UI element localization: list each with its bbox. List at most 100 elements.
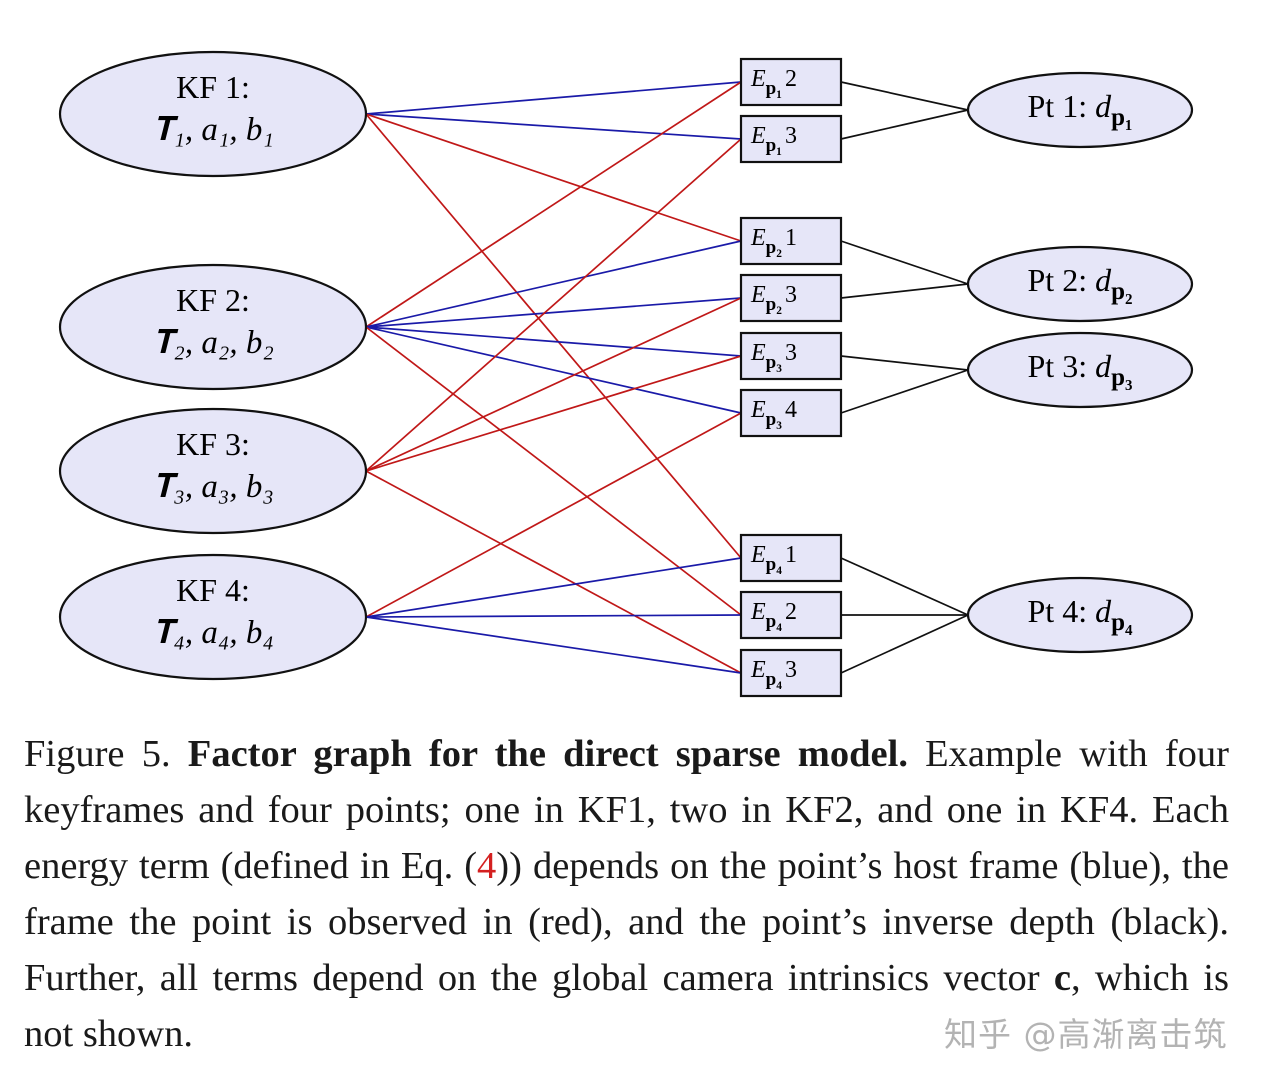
factor-symbol: E (750, 123, 766, 149)
edge-factor2-point1-depth (840, 109, 969, 140)
factor-frame: 4 (785, 397, 797, 423)
edge-kf2-factor5-host (365, 326, 742, 357)
point-node-3: Pt 3: dp₃ (966, 331, 1194, 409)
keyframe-params: 𝐓₃, a₃, b₃ (152, 469, 274, 505)
point-depth-symbol: d (1095, 88, 1112, 124)
point-name: Pt 3: (1028, 348, 1096, 384)
factor-point-sub: p₂ (766, 294, 783, 315)
edge-kf1-factor1-host (365, 81, 742, 115)
edge-kf2-factor3-host (365, 240, 742, 328)
factor-symbol: E (750, 340, 766, 366)
factor-frame: 2 (785, 66, 797, 92)
caption-text-1: Example with four keyframes and four poi… (24, 733, 1229, 887)
point-label: Pt 3: dp₃ (1028, 348, 1133, 391)
edge-kf3-factor9-observed (365, 470, 742, 674)
keyframe-ellipse (58, 553, 368, 681)
point-ellipse (966, 331, 1194, 409)
keyframe-ellipse (58, 263, 368, 391)
edge-factor9-point4-depth (840, 614, 969, 674)
figure-caption: Figure 5. Factor graph for the direct sp… (24, 726, 1229, 1062)
point-depth-symbol: d (1095, 262, 1112, 298)
equation-reference-link[interactable]: 4 (477, 845, 497, 887)
point-ellipse (966, 71, 1194, 149)
point-depth-sub: p₂ (1111, 278, 1132, 305)
edge-kf3-factor4-observed (365, 297, 742, 472)
keyframe-node-3: KF 3: 𝐓₃, a₃, b₃ (58, 407, 368, 535)
edge-kf1-factor2-host (365, 113, 742, 140)
factor-frame: 3 (785, 340, 797, 366)
edge-kf2-factor4-host (365, 297, 742, 328)
factor-symbol: E (750, 225, 766, 251)
factor-frame: 1 (785, 225, 797, 251)
edges-layer (365, 81, 969, 674)
factor-frame: 1 (785, 542, 797, 568)
point-label: Pt 4: dp₄ (1028, 593, 1133, 636)
factor-frame: 2 (785, 599, 797, 625)
edge-factor5-point3-depth (840, 355, 969, 371)
keyframe-label: KF 2: (176, 282, 250, 318)
keyframe-label: KF 4: (176, 572, 250, 608)
keyframe-ellipse (58, 50, 368, 178)
edge-kf2-factor6-host (365, 326, 742, 414)
edge-kf1-factor3-observed (365, 113, 742, 242)
point-ellipse (966, 245, 1194, 323)
edge-kf2-factor1-observed (365, 81, 742, 328)
edge-kf3-factor2-observed (365, 138, 742, 472)
factor-point-sub: p₃ (766, 409, 783, 430)
factor-symbol: E (750, 397, 766, 423)
caption-title: Factor graph for the direct sparse model… (187, 733, 908, 775)
keyframe-ellipse (58, 407, 368, 535)
caption-prefix: Figure 5. (24, 733, 188, 775)
factor-frame: 3 (785, 657, 797, 683)
caption-text-3: , which is not shown. (24, 957, 1229, 1055)
edge-kf1-factor7-observed (365, 113, 742, 559)
factor-rect (739, 57, 843, 107)
point-depth-sub: p₄ (1111, 609, 1133, 636)
factor-point-sub: p₄ (766, 611, 783, 632)
point-name: Pt 2: (1028, 262, 1096, 298)
caption-text-2: )) depends on the point’s host frame (bl… (24, 845, 1230, 999)
keyframe-params: 𝐓₁, a₁, b₁ (152, 112, 274, 148)
keyframe-params: 𝐓₂, a₂, b₂ (152, 325, 274, 361)
factor-symbol: E (750, 599, 766, 625)
factor-rect (739, 273, 843, 323)
point-depth-symbol: d (1095, 593, 1112, 629)
factor-point-sub: p₂ (766, 237, 783, 258)
factor-point-sub: p₁ (766, 78, 782, 99)
factor-frame: 3 (785, 282, 797, 308)
caption-vector-symbol: c (1053, 957, 1071, 999)
factor-symbol: E (750, 66, 766, 92)
factor-frame: 3 (785, 123, 797, 149)
factor-symbol: E (750, 542, 766, 568)
point-name: Pt 4: (1028, 593, 1096, 629)
factor-symbol: E (750, 282, 766, 308)
keyframe-label: KF 1: (176, 69, 250, 105)
factor-graph: KF 1: 𝐓₁, a₁, b₁ KF 2: 𝐓₂, a₂, b₂ KF 3: 𝐓₃, a… (58, 50, 1194, 698)
factor-point-sub: p₄ (766, 669, 783, 690)
edge-factor6-point3-depth (840, 369, 969, 414)
edge-kf4-factor6-observed (365, 412, 742, 618)
factor-rect (739, 590, 843, 640)
point-node-4: Pt 4: dp₄ (966, 576, 1194, 654)
edge-factor4-point2-depth (840, 283, 969, 299)
keyframe-label: KF 3: (176, 426, 250, 462)
edge-factor7-point4-depth (840, 557, 969, 616)
edge-kf3-factor5-observed (365, 355, 742, 472)
point-ellipse (966, 576, 1194, 654)
edge-factor1-point1-depth (840, 81, 969, 111)
